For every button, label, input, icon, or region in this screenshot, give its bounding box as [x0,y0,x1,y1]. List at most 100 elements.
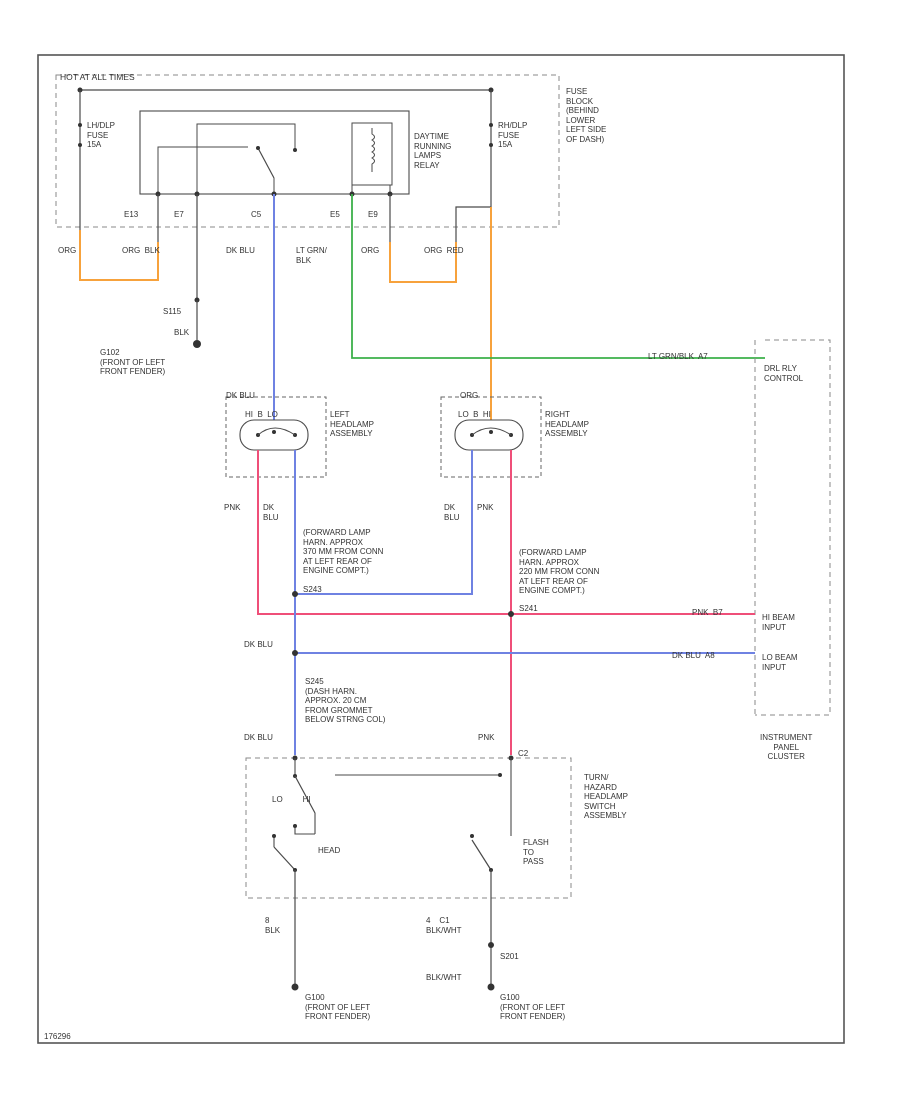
orange-wire-left [79,230,159,281]
left-headlamp-node-b [272,430,276,434]
label-left-headlamp: LEFT HEADLAMP ASSEMBLY [330,410,375,438]
label-s245-note: S245 (DASH HARN. APPROX. 20 CM FROM GROM… [305,677,386,724]
flash-switch-arm [471,839,492,871]
s245-node [292,650,298,656]
switch-box [245,757,572,899]
label-blk-ground-wire: BLK [174,328,190,337]
label-lh-fuse: LH/DLP FUSE 15A [87,121,116,149]
label-note-left: (FORWARD LAMP HARN. APPROX 370 MM FROM C… [303,528,384,575]
label-pnk-bottom: PNK [478,733,495,742]
right-headlamp-bulb [454,419,524,451]
label-pin-e9: E9 [368,210,378,219]
label-pin-e7: E7 [174,210,184,219]
label-right-pins: LO B HI [458,410,491,419]
relay-contact-b [293,148,297,152]
label-blk-wht-lower: BLK/WHT [426,973,462,982]
figure-code: 176296 [44,1032,71,1041]
s243-node [292,591,298,597]
wire-label-lt-grn-blk: LT GRN/ BLK [296,246,327,265]
label-dk-blu-bottom: DK BLU [244,733,273,742]
left-headlamp-box [225,396,327,478]
label-g100-right: G100 (FRONT OF LEFT FRONT FENDER) [500,993,566,1021]
label-fuse-block: FUSE BLOCK (BEHIND LOWER LEFT SIDE OF DA… [566,87,607,144]
label-pin-blk-left: 8 BLK [265,916,281,935]
label-flash-to-pass: FLASH TO PASS [523,838,549,866]
flash-switch-contact [470,834,474,838]
blue-wire-right-lo [295,450,473,595]
right-headlamp-filament [471,427,512,436]
head-switch-contact [272,834,276,838]
label-dk-blu-under-left: DK BLU [263,503,279,522]
lo-hi-link [294,828,315,835]
wire-label-org-mid: ORG [361,246,380,255]
relay-switch-wire [157,146,248,195]
relay-coil [371,128,375,172]
right-headlamp-box [440,396,542,478]
label-s201: S201 [500,952,519,961]
label-pnk-b7: PNK B7 [692,608,723,617]
s241-node [508,611,514,617]
wire-rh-fuse-out [455,206,491,242]
wire-label-dk-blu: DK BLU [226,246,255,255]
label-pin-c2: C2 [518,749,529,758]
label-s115: S115 [163,307,182,316]
label-pin-e13: E13 [124,210,139,219]
s201-node [488,942,494,948]
label-dk-blu-under-right: DK BLU [444,503,460,522]
rh-fuse-node-b [489,143,493,147]
mechanical-link-end [498,773,502,777]
relay-switch-arm [257,147,275,179]
lh-fuse-node-a [78,123,82,127]
label-left-pins: HI B LO [245,410,278,419]
label-head: HEAD [318,846,341,855]
g102-ground [193,340,201,348]
lh-fuse-node-b [78,143,82,147]
g100-right-ground [487,983,495,991]
label-hi-beam-input: HI BEAM INPUT [762,613,795,632]
label-s243: S243 [303,585,322,594]
label-hot-at-all-times: HOT AT ALL TIMES [60,72,135,82]
label-instrument-panel-cluster: INSTRUMENT PANEL CLUSTER [760,733,813,761]
green-wire-drl-control [351,194,765,359]
relay-contact-a [256,146,260,150]
label-rh-fuse: RH/DLP FUSE 15A [498,121,528,149]
label-lo-hi: LO HI [272,795,311,804]
label-g102: G102 (FRONT OF LEFT FRONT FENDER) [100,348,166,376]
head-switch-arm [273,846,296,871]
outer-frame [37,54,845,1044]
left-headlamp-filament [257,427,296,436]
rh-fuse-node-a [489,123,493,127]
wire-label-org-blk: ORG BLK [122,246,160,255]
fuse-block-box [55,74,560,228]
label-dk-blu-left-top: DK BLU [226,391,255,400]
pink-wire-left-headlamp [257,450,511,615]
label-g100-left: G100 (FRONT OF LEFT FRONT FENDER) [305,993,371,1021]
label-dk-blu-mid: DK BLU [244,640,273,649]
label-pin-c5: C5 [251,210,262,219]
wire-label-org-left: ORG [58,246,77,255]
label-pin-blk-wht-right: 4 C1 BLK/WHT [426,916,462,935]
wire-label-org-red: ORG RED [424,246,464,255]
label-dk-blu-a8: DK BLU A8 [672,651,715,660]
label-pnk-left: PNK [224,503,241,512]
orange-wire-relay [389,242,457,283]
label-turn-switch: TURN/ HAZARD HEADLAMP SWITCH ASSEMBLY [584,773,629,820]
relay-coil-box [351,122,393,186]
label-drl-rly-control: DRL RLY CONTROL [764,364,804,383]
right-headlamp-node-b [489,430,493,434]
cluster-box [755,339,831,716]
label-pin-e5: E5 [330,210,340,219]
label-lo-beam-input: LO BEAM INPUT [762,653,798,672]
g100-left-ground [291,983,299,991]
left-headlamp-bulb [239,419,309,451]
label-s241: S241 [519,604,538,613]
label-pnk-under-right: PNK [477,503,494,512]
lo-hi-switch-arm [294,775,316,814]
relay-switch-top [196,123,296,195]
label-note-right: (FORWARD LAMP HARN. APPROX 220 MM FROM C… [519,548,600,595]
label-right-headlamp: RIGHT HEADLAMP ASSEMBLY [545,410,590,438]
label-lt-grn-blk-a7: LT GRN/BLK A7 [648,352,708,361]
label-org-right-top: ORG [460,391,479,400]
lo-contact [293,824,297,828]
